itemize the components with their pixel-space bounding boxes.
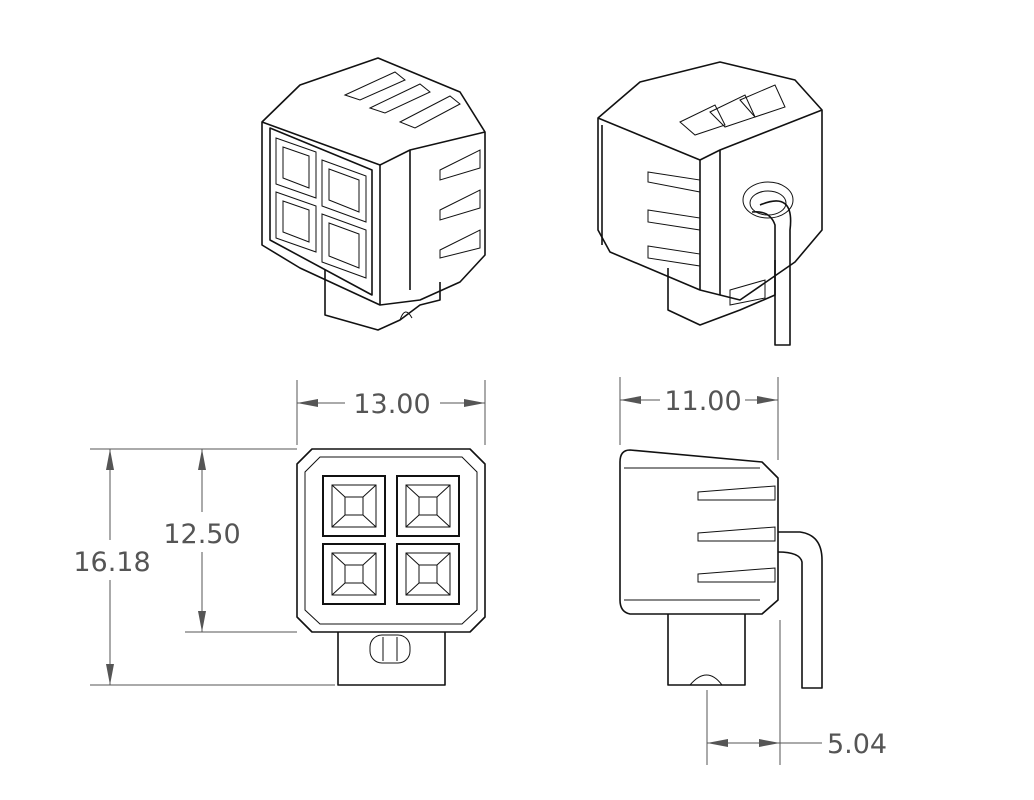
side-view bbox=[619, 449, 823, 689]
dimension-height-overall: 16.18 bbox=[73, 448, 335, 686]
dimension-label-depth: 11.00 bbox=[664, 386, 741, 417]
dimension-height-housing: 12.50 bbox=[163, 448, 297, 633]
dimension-wire-offset: 5.04 bbox=[706, 620, 887, 765]
dimension-label-overall-height: 16.18 bbox=[73, 547, 150, 578]
dimension-depth-side: 11.00 bbox=[619, 377, 779, 460]
dimension-label-width: 13.00 bbox=[353, 389, 430, 420]
dimension-width-front: 13.00 bbox=[296, 380, 486, 445]
isometric-view-rear-right bbox=[597, 61, 823, 346]
isometric-view-front-left bbox=[261, 57, 486, 331]
dimension-label-wire-offset: 5.04 bbox=[827, 729, 887, 760]
dimension-label-housing-height: 12.50 bbox=[163, 519, 240, 550]
front-view bbox=[296, 448, 486, 686]
